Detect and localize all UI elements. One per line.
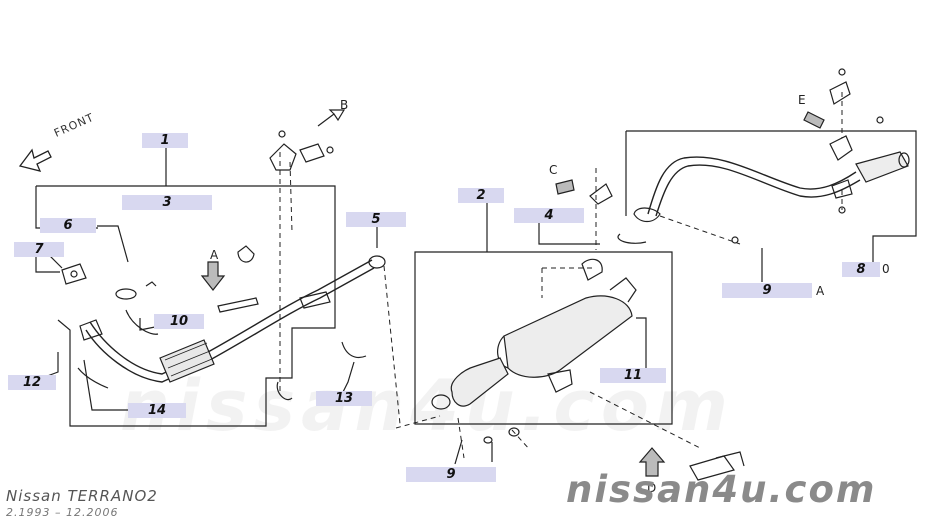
bracket-group-3 — [36, 185, 336, 427]
callout-12: 12 — [8, 375, 56, 390]
front-arrow-icon — [18, 148, 52, 172]
callout-11: 11 — [600, 368, 666, 383]
arrow-d-icon — [638, 447, 666, 477]
production-period: 2.1993 – 12.2006 — [6, 506, 119, 519]
callout-13: 13 — [316, 391, 372, 406]
label-d: D — [647, 481, 657, 495]
pre-muffler — [159, 339, 215, 383]
bracket-group-2 — [414, 251, 673, 425]
callout-8: 8 — [842, 262, 880, 277]
flange-7 — [61, 263, 87, 285]
callout-14: 14 — [128, 403, 186, 418]
label-a-right: A — [816, 284, 825, 298]
callout-7: 7 — [14, 242, 64, 257]
bracket-group-8 — [626, 130, 917, 262]
label-e: E — [798, 93, 806, 107]
site-watermark: nissan4u.com — [566, 468, 877, 511]
callout-3: 3 — [122, 195, 212, 210]
callout-2: 2 — [458, 188, 504, 203]
tail-pipe — [647, 156, 857, 215]
model-title: Nissan TERRANO2 — [6, 487, 158, 505]
arrow-b-icon — [317, 109, 346, 127]
label-zero: 0 — [882, 262, 890, 276]
callout-1: 1 — [142, 133, 188, 148]
label-c: C — [549, 163, 558, 177]
callout-5: 5 — [346, 212, 406, 227]
callout-6: 6 — [40, 218, 96, 233]
arrow-e-icon — [803, 111, 825, 129]
front-pipe — [85, 267, 375, 383]
label-a-top: A — [210, 248, 219, 262]
tail-muffler — [855, 151, 909, 183]
callout-9-top: 9 — [722, 283, 812, 298]
label-b: B — [340, 98, 349, 112]
callout-10: 10 — [154, 314, 204, 329]
callout-9-bottom: 9 — [406, 467, 496, 482]
bracket-sub-7 — [35, 250, 60, 273]
callout-4: 4 — [514, 208, 584, 223]
center-muffler — [503, 295, 633, 378]
arrow-a-icon — [200, 261, 226, 291]
arrow-c-icon — [555, 179, 575, 195]
